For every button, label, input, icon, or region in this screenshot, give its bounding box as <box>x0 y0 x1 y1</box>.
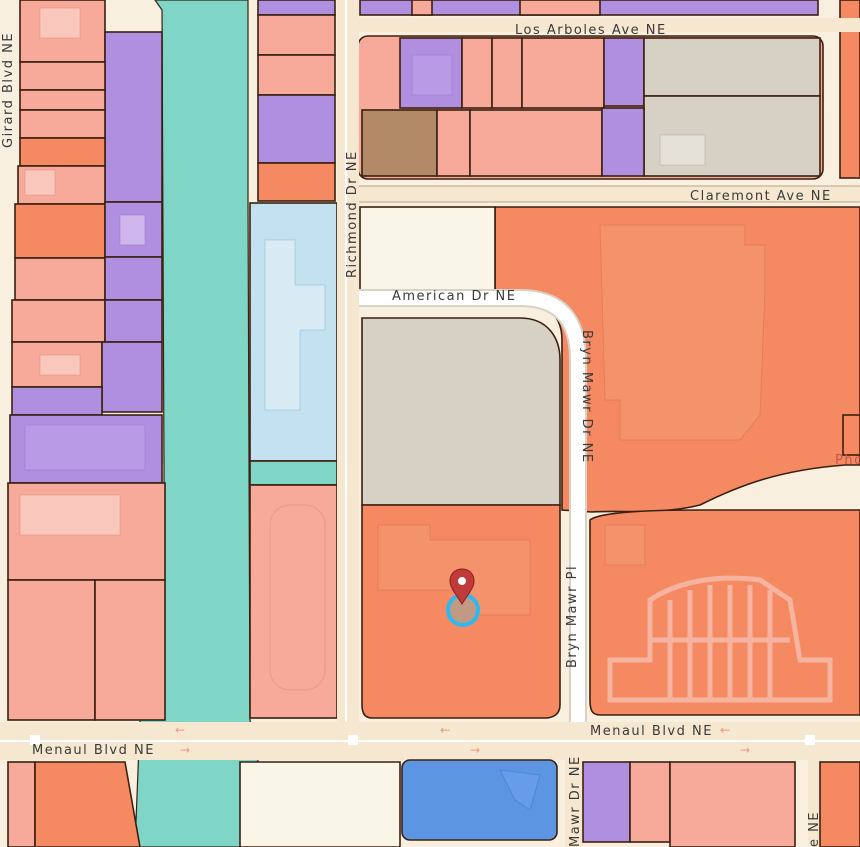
richmond-west-parcels <box>249 0 338 719</box>
north-block <box>357 35 824 180</box>
north-edge-parcels <box>359 0 860 179</box>
parcel[interactable] <box>361 109 438 177</box>
street-label-edge-south: e NE <box>807 811 822 847</box>
parcel[interactable] <box>461 37 493 109</box>
parcel[interactable] <box>104 201 163 258</box>
parcel[interactable] <box>643 95 821 177</box>
parcel[interactable] <box>249 460 338 486</box>
parcel[interactable] <box>257 94 336 164</box>
parcel[interactable] <box>19 89 106 111</box>
parcel[interactable] <box>19 137 106 167</box>
parcel[interactable] <box>257 0 336 16</box>
parcel[interactable] <box>101 341 163 413</box>
street-label-girard: Girard Blvd NE <box>1 32 16 148</box>
west-parcels <box>7 0 166 721</box>
parcel[interactable] <box>601 107 645 177</box>
parking-lot <box>607 575 833 703</box>
parcel[interactable] <box>94 579 166 721</box>
street-label-claremont: Claremont Ave NE <box>690 189 832 204</box>
parcel[interactable] <box>359 206 496 296</box>
svg-text:←: ← <box>440 723 450 737</box>
parcel[interactable] <box>603 37 645 107</box>
map-pin-icon[interactable] <box>449 568 475 605</box>
parcel[interactable] <box>14 257 106 301</box>
parcel[interactable] <box>104 299 163 343</box>
svg-text:←: ← <box>175 723 185 737</box>
svg-text:→: → <box>740 743 750 757</box>
svg-text:←: ← <box>720 723 730 737</box>
svg-text:→: → <box>180 743 190 757</box>
parcel[interactable] <box>469 109 603 177</box>
parcel[interactable] <box>643 37 821 97</box>
parcel[interactable] <box>257 54 336 96</box>
street-label-phoenix: Phoe <box>835 453 860 468</box>
parcel[interactable] <box>104 31 163 203</box>
south-parcels <box>7 759 860 847</box>
svg-text:→: → <box>470 743 480 757</box>
street-label-richmond: Richmond Dr NE <box>345 150 360 278</box>
parcel[interactable] <box>104 256 163 301</box>
parcel[interactable] <box>9 414 163 484</box>
parcel[interactable] <box>11 299 106 343</box>
parcel[interactable] <box>589 509 860 716</box>
street-label-bryn-mawr-pl: Bryn Mawr Pl <box>565 565 580 668</box>
street-label-menaul-east: Menaul Blvd NE <box>590 724 713 739</box>
street-label-menaul-west: Menaul Blvd NE <box>32 743 155 758</box>
parcel[interactable] <box>257 14 336 56</box>
street-label-bryn-mawr-dr: Bryn Mawr Dr NE <box>579 330 594 464</box>
parcel[interactable] <box>7 482 166 581</box>
parcel[interactable] <box>436 109 471 177</box>
street-label-los-arboles: Los Arboles Ave NE <box>515 23 667 38</box>
parcel[interactable] <box>11 386 103 416</box>
parcel[interactable] <box>14 203 106 259</box>
parcel[interactable] <box>491 37 523 109</box>
parcel[interactable] <box>19 109 106 139</box>
parcel[interactable] <box>521 37 605 109</box>
street-label-bryn-mawr-south: Mawr Dr NE <box>568 755 583 847</box>
parcel[interactable] <box>19 0 106 63</box>
parcel[interactable] <box>257 162 336 202</box>
street-label-american: American Dr NE <box>392 289 516 304</box>
parcel[interactable] <box>19 61 106 91</box>
traffic-arrows: ← ← ← → → → <box>175 723 750 757</box>
parcel[interactable] <box>361 317 561 506</box>
parcel[interactable] <box>7 579 96 721</box>
